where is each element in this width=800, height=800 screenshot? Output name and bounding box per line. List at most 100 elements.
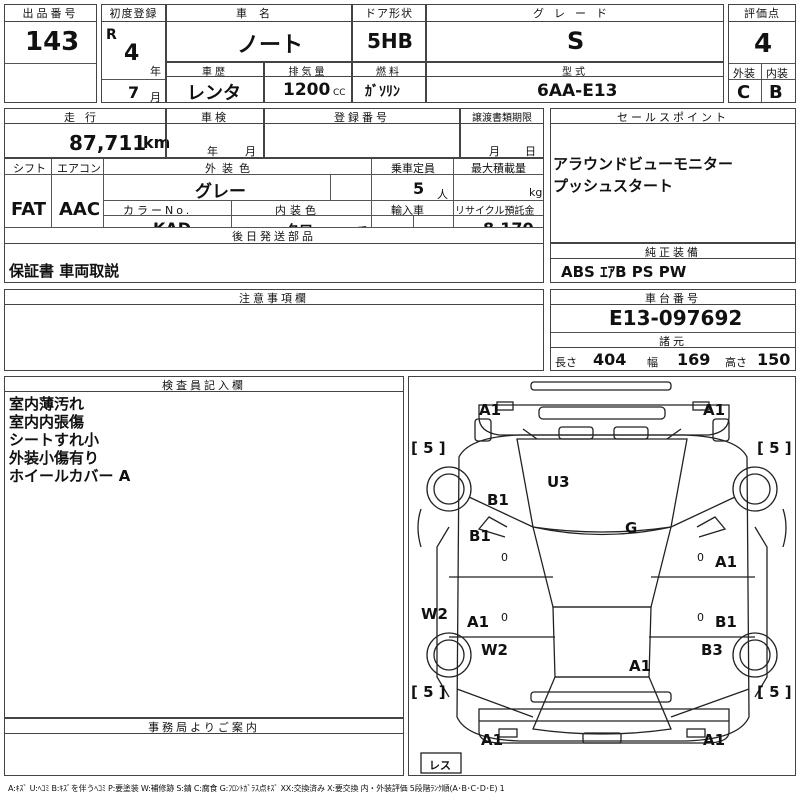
- ac-value: AAC: [59, 199, 101, 220]
- grade-value: S: [567, 27, 585, 55]
- reg-month-unit: 月: [150, 91, 161, 104]
- displacement-value: 1200: [283, 80, 331, 100]
- ext-color-value: グレー: [195, 182, 246, 202]
- reg-month: 7: [128, 83, 140, 102]
- sales-points: アラウンドビューモニター プッシュスタート: [553, 153, 733, 197]
- first-reg-box: 初度登録 R 4 年 7 月: [101, 4, 166, 104]
- spare-value: レス: [429, 759, 451, 772]
- zero-mark: 0: [501, 551, 508, 564]
- grade-label: グレード: [427, 5, 723, 22]
- score-value: 4: [754, 29, 773, 59]
- specs-label: 諸元: [551, 333, 795, 348]
- transfer-box: 譲渡書類期限 月 日: [460, 108, 544, 158]
- era: R: [106, 27, 117, 43]
- history-label: 車歴: [167, 63, 263, 77]
- inspection-year-unit: 年: [207, 145, 218, 158]
- inspector-box: 検査員記入欄 室内薄汚れ 室内内張傷 シートすれ小 外装小傷有り ホイールカバー…: [4, 376, 404, 718]
- ext-color-label: 外装色: [205, 162, 256, 175]
- ac-label: エアコン: [57, 162, 101, 175]
- mark-door-fr: A1: [715, 553, 738, 571]
- tire-rl: [ 5 ]: [411, 683, 446, 701]
- width-label: 幅: [647, 356, 658, 369]
- inspection-label: 車検: [167, 109, 263, 124]
- mark-fender-l: B1: [487, 491, 509, 509]
- int-score-label: 内装: [766, 67, 788, 80]
- lot-number: 143: [25, 27, 80, 57]
- office-label: 事務局よりご案内: [5, 719, 403, 734]
- damage-diagram: A1 A1 U3 B1 G B1 A1 A1 B1 W2 W2 B3 A1 A1…: [408, 376, 796, 776]
- shift-label: シフト: [13, 162, 46, 175]
- chassis-value: E13-097692: [609, 306, 743, 330]
- tire-fl: [ 5 ]: [411, 439, 446, 457]
- door-box: ドア形状 5HB: [352, 4, 426, 62]
- width-value: 169: [677, 350, 711, 369]
- fuel-box: 燃料 ｶﾞｿﾘﾝ: [352, 62, 426, 103]
- reg-no-label: 登録番号: [265, 109, 459, 124]
- later-parts-box: 保証書 車両取説: [4, 243, 544, 283]
- door-value: 5HB: [367, 29, 413, 53]
- name-label: 車名: [167, 5, 351, 22]
- legend: A:ｷｽﾞ U:ﾍｺﾐ B:ｷｽﾞを伴うﾍｺﾐ P:要塗装 W:補修跡 S:錆 …: [8, 784, 505, 793]
- model-box: 型式 6AA-E13: [426, 62, 724, 103]
- car-outline-diagram: [417, 381, 787, 774]
- reg-year: 4: [124, 41, 140, 66]
- tire-fr: [ 5 ]: [757, 439, 792, 457]
- model-label: 型式: [427, 63, 723, 77]
- notes-label: 注意事項欄: [5, 290, 543, 305]
- inspector-notes: 室内薄汚れ 室内内張傷 シートすれ小 外装小傷有り ホイールカバー A: [9, 395, 130, 485]
- tire-rr: [ 5 ]: [757, 683, 792, 701]
- inspector-note: 室内薄汚れ: [9, 395, 85, 413]
- ext-score-label: 外装: [733, 67, 755, 80]
- mark-door-fl: B1: [469, 527, 491, 545]
- mileage-unit: km: [143, 133, 171, 152]
- reg-year-unit: 年: [150, 65, 161, 78]
- inspection-box: 車検 年 月: [166, 108, 264, 158]
- lot-label: 出品番号: [5, 5, 96, 22]
- displacement-label: 排気量: [265, 63, 351, 77]
- mark-rl-bumper: A1: [481, 731, 504, 749]
- equipment-label: 純正装備: [551, 244, 795, 259]
- inspector-note: シートすれ小: [9, 431, 100, 449]
- mileage-label: 走行: [5, 109, 165, 124]
- sales-box: セールスポイント アラウンドビューモニター プッシュスタート: [550, 108, 796, 243]
- color-no-label: カラーNo.: [123, 204, 193, 217]
- sales-point: アラウンドビューモニター: [553, 155, 734, 173]
- import-label: 輸入車: [391, 204, 424, 217]
- name-box: 車名 ノート: [166, 4, 352, 62]
- max-load-unit: kg: [529, 186, 543, 199]
- displacement-box: 排気量 1200 CC: [264, 62, 352, 103]
- height-label: 高さ: [725, 356, 747, 369]
- mark-qtr-r: B3: [701, 641, 723, 659]
- mark-sill-l: W2: [421, 605, 448, 623]
- length-value: 404: [593, 350, 627, 369]
- height-value: 150: [757, 350, 791, 369]
- mark-qtr-rear: A1: [629, 657, 652, 675]
- fuel-value: ｶﾞｿﾘﾝ: [365, 84, 400, 100]
- length-label: 長さ: [555, 356, 577, 369]
- sales-point: プッシュスタート: [553, 177, 674, 195]
- mark-qtr-l: W2: [481, 641, 508, 659]
- mark-fl-bumper: A1: [479, 401, 502, 419]
- equipment-box: 純正装備 ABS ｴｱB PS PW: [550, 243, 796, 283]
- mark-hood: U3: [547, 473, 570, 491]
- model-value: 6AA-E13: [537, 81, 618, 101]
- inspector-note: ホイールカバー A: [9, 467, 131, 485]
- inspector-note: 外装小傷有り: [9, 449, 100, 467]
- capacity-label: 乗車定員: [391, 162, 435, 175]
- chassis-label: 車台番号: [551, 290, 795, 305]
- int-score: B: [769, 82, 783, 103]
- displacement-unit: CC: [333, 88, 346, 98]
- capacity-unit: 人: [437, 188, 448, 201]
- zero-mark: 0: [501, 611, 508, 624]
- sales-label: セールスポイント: [551, 109, 795, 124]
- score-label: 評価点: [729, 5, 795, 22]
- capacity-value: 5: [413, 179, 425, 198]
- mark-fr-bumper: A1: [703, 401, 726, 419]
- score-box: 評価点 4 外装 内装 C B: [728, 4, 796, 103]
- mark-roof: G: [625, 519, 638, 537]
- inspection-month-unit: 月: [245, 145, 256, 158]
- history-value: レンタ: [187, 83, 241, 104]
- grade-box: グレード S: [426, 4, 724, 62]
- max-load-label: 最大積載量: [471, 162, 526, 175]
- mileage-value: 87,711: [69, 131, 147, 155]
